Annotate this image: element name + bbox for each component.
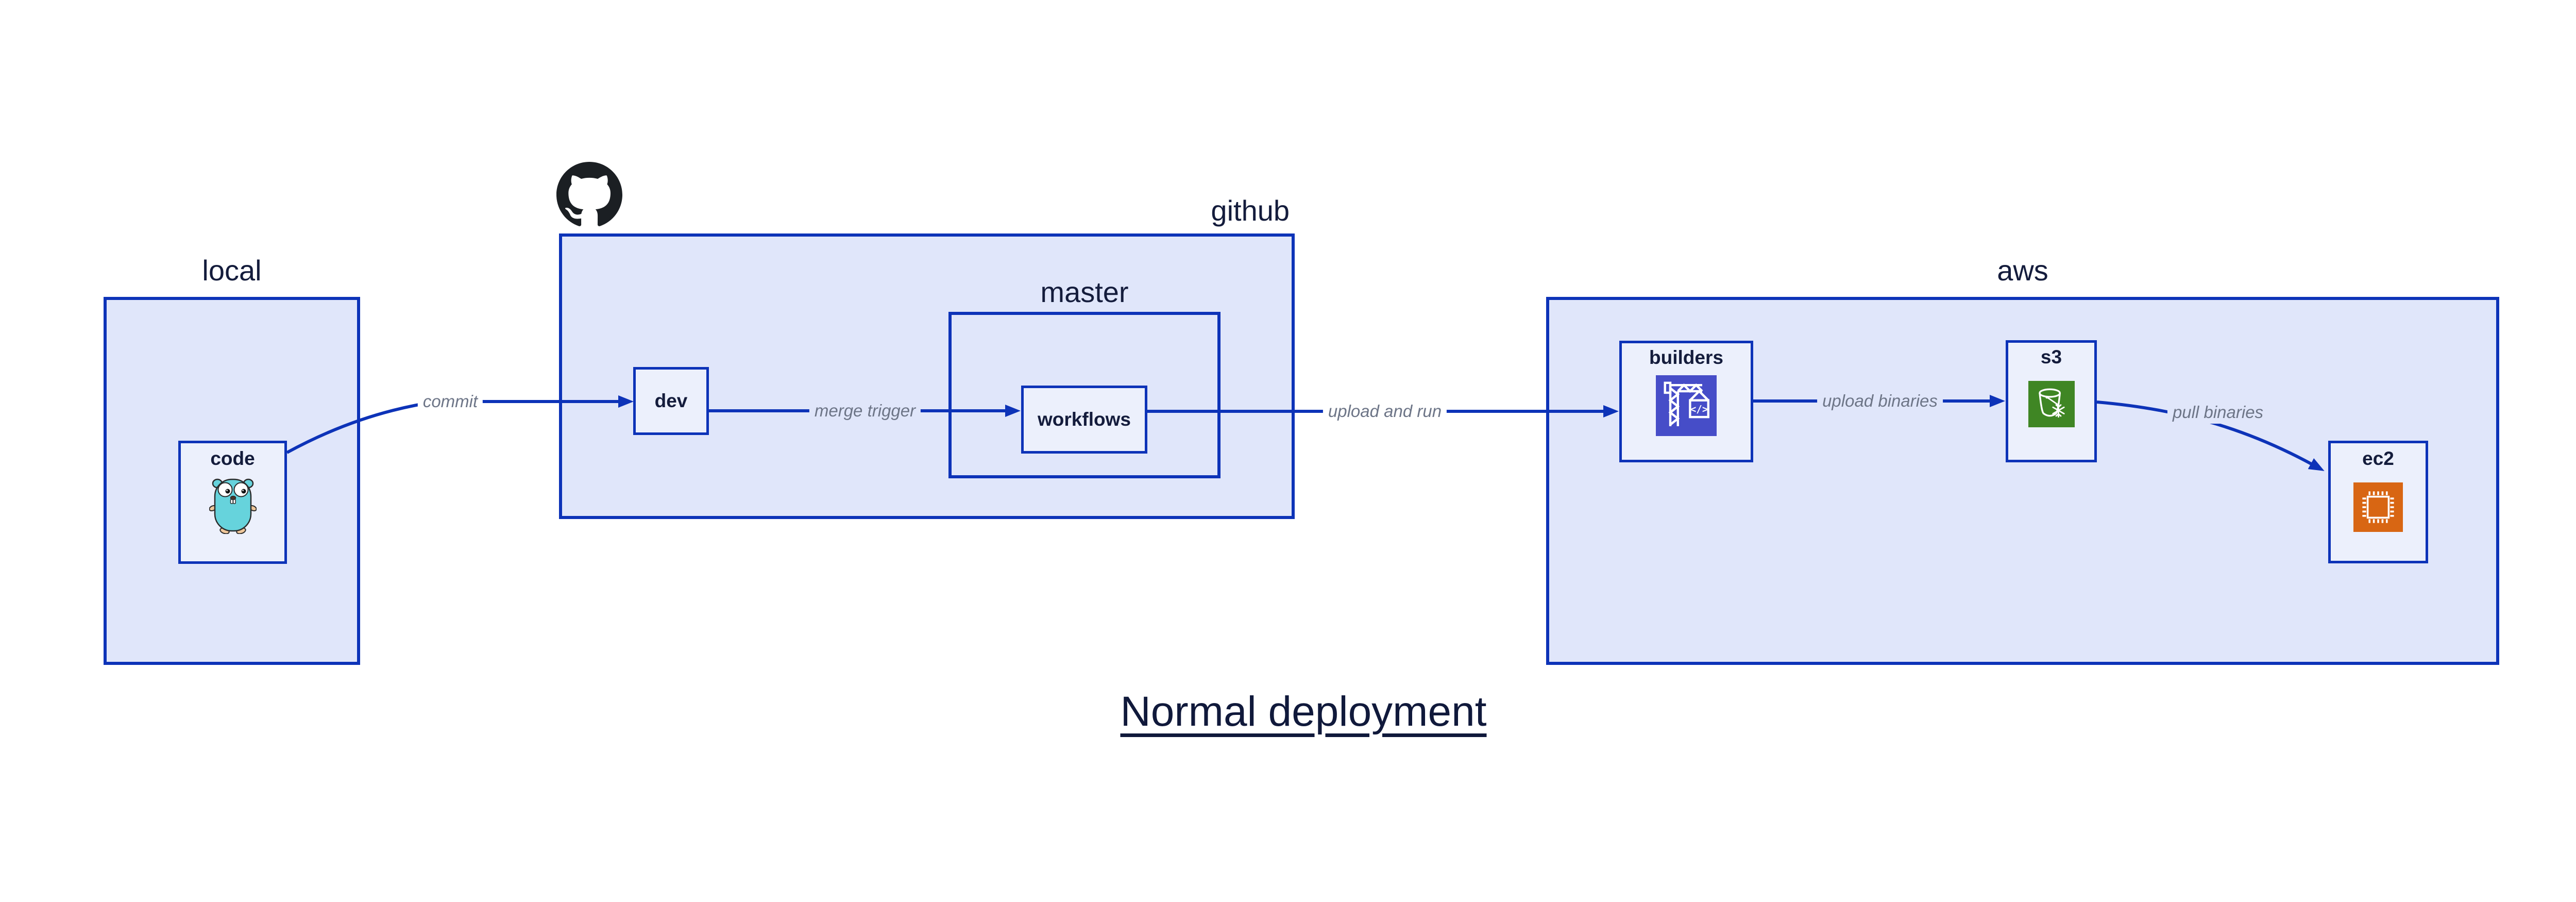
aws-s3-bucket-icon	[2028, 381, 2075, 427]
node-s3-label: s3	[2040, 346, 2062, 368]
go-gopher-icon	[209, 478, 257, 534]
container-aws-label: aws	[1997, 254, 2048, 287]
svg-text:</>: </>	[1690, 403, 1708, 415]
node-s3: s3	[2006, 340, 2097, 462]
aws-codebuild-icon: </>	[1656, 375, 1717, 436]
node-ec2: ec2	[2328, 441, 2428, 563]
container-local-label: local	[202, 254, 262, 287]
node-dev: dev	[633, 367, 709, 435]
edge-label-commit: commit	[417, 390, 483, 413]
node-builders: builders </>	[1619, 341, 1753, 462]
node-workflows-label: workflows	[1038, 409, 1131, 430]
node-dev-label: dev	[654, 390, 688, 411]
edge-label-merge-trigger: merge trigger	[809, 399, 921, 422]
node-builders-label: builders	[1649, 347, 1723, 368]
container-github-label: github	[1211, 194, 1290, 227]
node-code-label: code	[210, 448, 255, 469]
node-workflows: workflows	[1021, 386, 1147, 454]
diagram-title: Normal deployment	[1120, 688, 1487, 735]
edge-label-upload-and-run: upload and run	[1323, 400, 1447, 423]
aws-ec2-icon	[2353, 482, 2403, 532]
container-master-label: master	[1040, 276, 1129, 308]
edge-label-upload-binaries: upload binaries	[1817, 390, 1943, 412]
github-octocat-icon	[556, 162, 622, 226]
node-ec2-label: ec2	[2362, 448, 2394, 469]
edge-label-pull-binaries: pull binaries	[2167, 401, 2269, 424]
node-code: code	[178, 441, 287, 564]
